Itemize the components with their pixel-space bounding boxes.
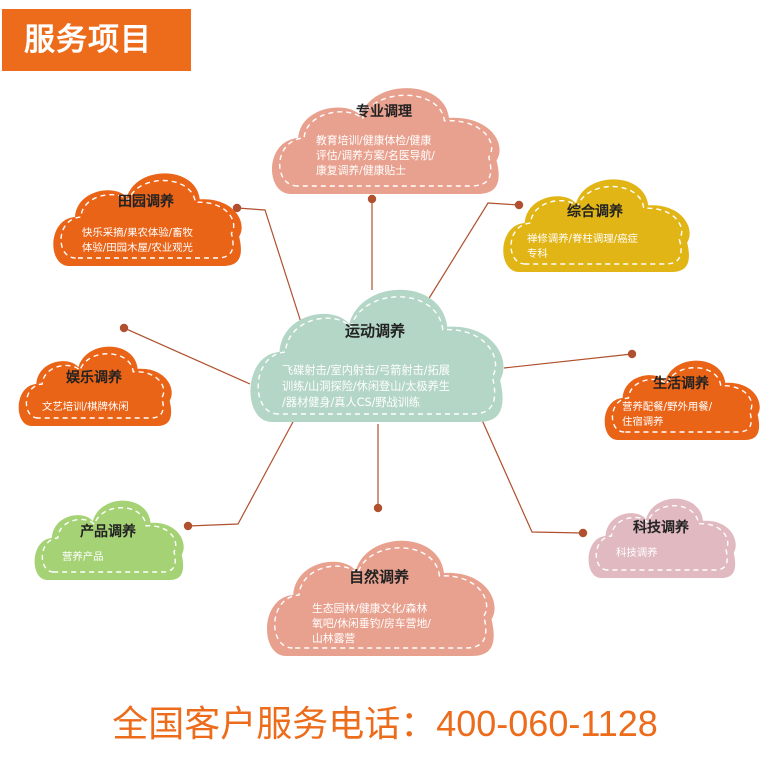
cloud-shape	[18, 346, 172, 426]
cloud-dashed-outline	[279, 94, 493, 187]
cloud-dashed-outline	[25, 353, 165, 419]
cloud-text-line: 训练/山洞探险/休闲登山/太极养生	[282, 379, 450, 393]
cloud-text-line: 教育培训/健康体检/健康	[316, 133, 431, 147]
cloud-title: 产品调养	[80, 523, 137, 540]
hotline-label: 全国客户服务电话：	[112, 704, 437, 745]
cloud-shape	[34, 500, 184, 580]
connector-line	[123, 327, 251, 385]
cloud-title: 自然调养	[349, 568, 410, 586]
cloud-shape	[250, 289, 504, 422]
cloud-dashed-outline	[257, 296, 497, 415]
connector-dot	[367, 194, 377, 204]
connector-line	[481, 419, 584, 534]
connector-line	[427, 202, 520, 301]
cloud-shape	[271, 88, 500, 194]
cloud-title: 娱乐调养	[66, 369, 123, 386]
cloud-text-line: 氧吧/休闲垂钓/房车营地/	[312, 616, 431, 630]
connector-line	[187, 419, 295, 527]
connector-dot	[373, 503, 383, 513]
cloud-text-line: 文艺培训/棋牌休闲	[42, 400, 129, 413]
connector-dot	[514, 200, 524, 210]
connector-dot	[627, 349, 637, 359]
cloud-dashed-outline	[510, 185, 683, 265]
cloud-dashed-outline	[60, 179, 235, 259]
connector-dot	[119, 323, 129, 333]
cloud-dashed-outline	[611, 367, 753, 433]
cloud-text-line: 快乐采摘/果农体验/畜牧	[82, 226, 194, 239]
cloud-shape	[53, 173, 242, 266]
cloud-title: 综合调养	[567, 203, 624, 220]
hotline: 全国客户服务电话：400-060-1128	[0, 700, 770, 749]
cloud-text-line: 禅修调养/脊柱调理/癌症	[527, 232, 638, 245]
cloud-title: 生活调养	[653, 375, 710, 392]
connector-line	[503, 353, 633, 369]
cloud-shape	[588, 498, 736, 578]
connector-dot	[232, 203, 242, 213]
center-cloud: 运动调养飞碟射击/室内射击/弓箭射击/拓展训练/山洞探险/休闲登山/太极养生/器…	[250, 289, 504, 422]
cloud-dashed-outline	[41, 507, 177, 573]
cloud-text-line: 体验/田园木屋/农业观光	[82, 241, 193, 254]
cloud-title: 专业调理	[356, 103, 412, 120]
cloud-text-line: 营养配餐/野外用餐/	[622, 400, 713, 413]
cloud-shape	[266, 540, 495, 656]
cloud-text-line: 科技调养	[616, 546, 658, 559]
cloud-shape	[503, 179, 690, 272]
cloud-text-line: 山林露营	[312, 631, 355, 645]
cloud-text-line: 专科	[527, 247, 548, 260]
cloud-text-line: 生态园林/健康文化/森林	[312, 601, 427, 615]
cloud-text-line: /器材健身/真人CS/野战训练	[282, 395, 420, 409]
cloud-text-line: 飞碟射击/室内射击/弓箭射击/拓展	[282, 363, 450, 377]
connector-dot	[183, 521, 193, 531]
cloud-text-line: 康复调养/健康贴士	[316, 163, 406, 177]
cloud-title: 科技调养	[633, 519, 690, 536]
cloud-title: 田园调养	[118, 193, 175, 210]
connector-line	[236, 207, 307, 339]
hotline-number: 400-060-1128	[436, 703, 658, 744]
cloud-dashed-outline	[595, 505, 729, 571]
connector-dot	[578, 528, 588, 538]
section-title: 服务项目	[2, 9, 191, 71]
cloud-text-line: 评估/调养方案/名医导航/	[316, 148, 435, 162]
cloud-text-line: 营养产品	[62, 550, 104, 563]
cloud-text-line: 住宿调养	[622, 415, 664, 428]
cloud-title: 运动调养	[345, 322, 406, 340]
